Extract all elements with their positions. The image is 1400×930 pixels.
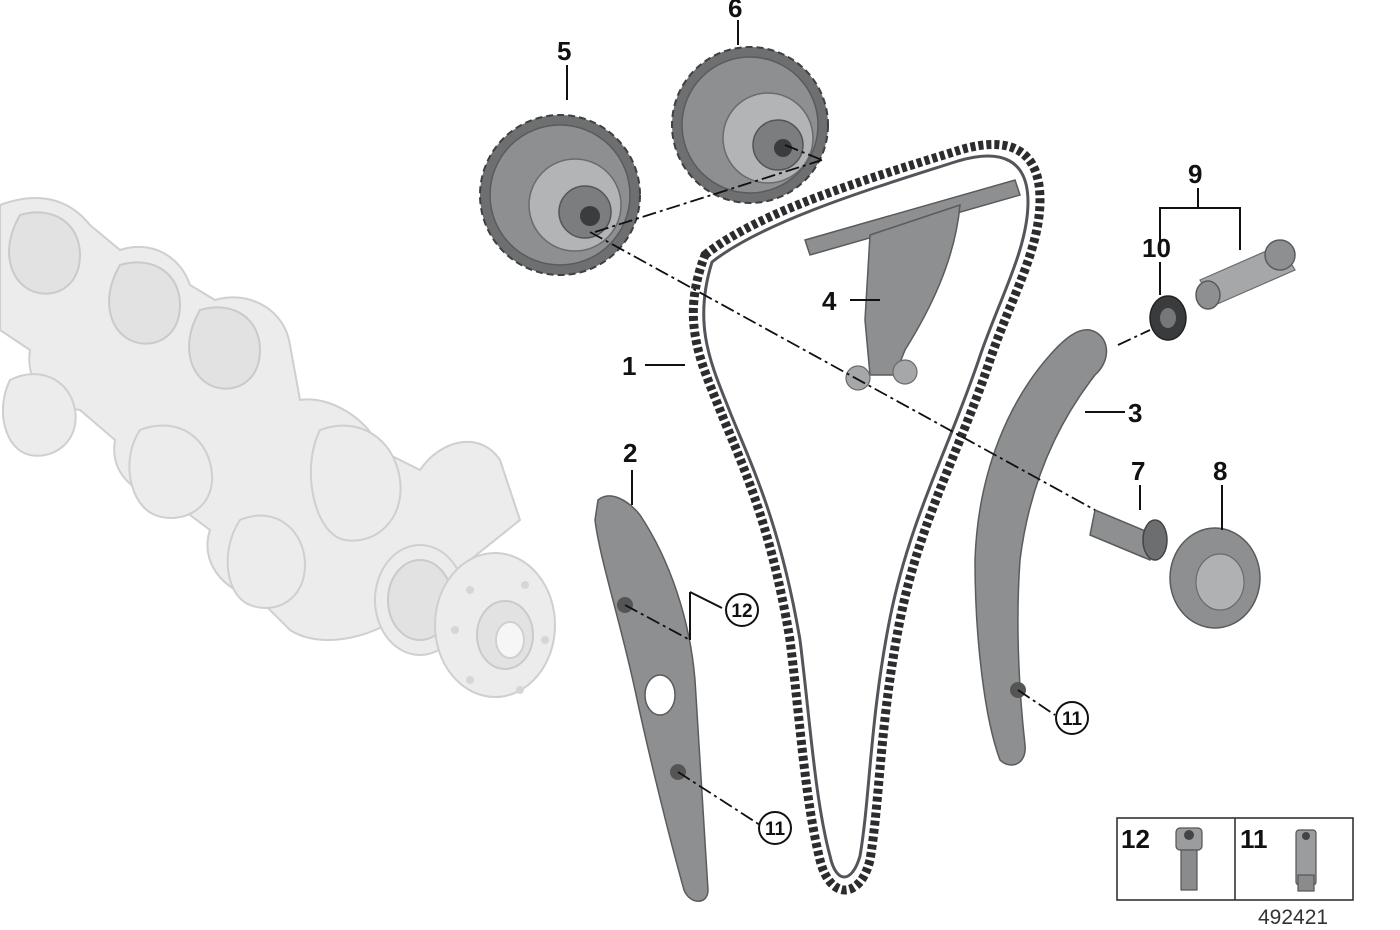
callout-6: 6 [728, 0, 742, 23]
svg-text:11: 11 [1062, 709, 1083, 730]
callout-5: 5 [557, 36, 571, 66]
camshaft-adjuster-intake [479, 114, 641, 276]
crankshaft-ghost [0, 197, 556, 698]
legend-label-12: 12 [1121, 824, 1150, 854]
circled-callouts: 12 11 11 [725, 593, 1089, 845]
slide-rail [594, 495, 709, 902]
callout-2: 2 [623, 438, 637, 468]
callout-4: 4 [822, 286, 837, 316]
circled-callout-12: 12 [725, 593, 759, 627]
callout-3: 3 [1128, 398, 1142, 428]
adjuster-cover [1169, 527, 1261, 629]
legend-label-11: 11 [1240, 824, 1268, 854]
circled-callout-11-tensioner: 11 [1055, 701, 1089, 735]
callout-labels: 1 2 3 4 5 6 7 8 9 10 [557, 0, 1227, 486]
sealing-ring [1149, 295, 1187, 341]
circled-callout-11-guide: 11 [758, 811, 792, 845]
socket-head-bolt-icon [1175, 827, 1203, 891]
chain-guide-upper [804, 179, 1021, 391]
assembly-lines [589, 144, 1151, 826]
callout-9: 9 [1188, 159, 1202, 189]
central-valve [1089, 508, 1168, 562]
svg-text:11: 11 [765, 819, 786, 840]
fastener-legend: 12 11 [1116, 817, 1354, 901]
timing-chain [688, 139, 1045, 895]
camshaft-adjuster-exhaust [671, 46, 829, 204]
callout-10: 10 [1142, 233, 1171, 263]
guide-pin-bolt-icon [1295, 829, 1317, 892]
chain-tensioner [1195, 239, 1296, 310]
callout-8: 8 [1213, 456, 1227, 486]
callout-1: 1 [622, 351, 636, 381]
callout-7: 7 [1131, 456, 1145, 486]
tensioner-rail [974, 329, 1108, 766]
leader-lines [566, 20, 1241, 640]
reference-number: 492421 [1258, 906, 1328, 929]
svg-text:12: 12 [731, 601, 752, 622]
